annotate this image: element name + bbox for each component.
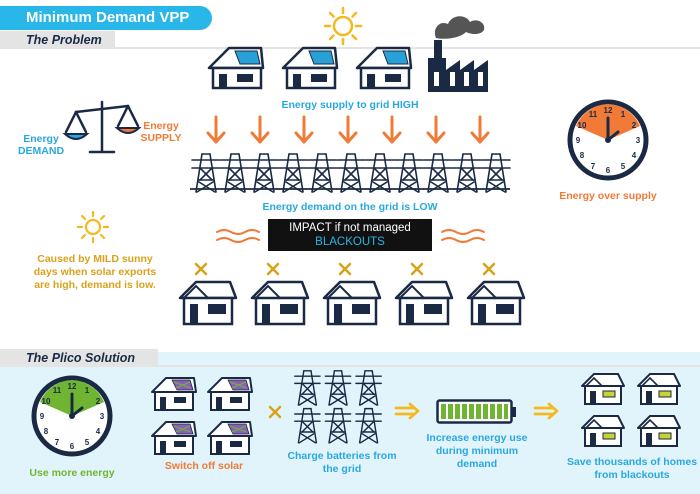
cause-text: Caused by MILD sunny days when solar exp… (33, 253, 157, 291)
clock-num: 10 (578, 121, 587, 130)
impact-box: IMPACT if not managed BLACKOUTS (268, 219, 432, 251)
step-caption-use-more-energy: Use more energy (29, 467, 115, 479)
clock-num: 9 (576, 136, 581, 145)
clock-num: 1 (621, 110, 626, 119)
clock-num: 7 (55, 438, 60, 447)
clock-num: 11 (53, 386, 62, 395)
clock-num: 6 (606, 166, 611, 175)
solar-house-icon (281, 46, 339, 90)
step-caption-save-homes: Save thousands of homes from blackouts (566, 456, 698, 481)
blackout-houses (178, 262, 526, 326)
saved-houses-grid (581, 373, 681, 447)
clock-num: 3 (636, 136, 641, 145)
clock-num: 12 (604, 106, 613, 115)
clock-num: 4 (632, 151, 637, 160)
problem-section-label: The Problem (0, 31, 115, 49)
grid-towers (294, 370, 382, 444)
energy-supply-label: Energy SUPPLY (140, 120, 182, 144)
clock-num: 7 (591, 162, 596, 171)
clock-num: 8 (580, 151, 585, 160)
energy-demand-label: Energy DEMAND (17, 133, 65, 157)
step-caption-increase-energy: Increase energy use during minimum deman… (426, 432, 528, 470)
solution-section-label: The Plico Solution (0, 349, 158, 367)
clock-num: 8 (44, 427, 49, 436)
arrow-right-icon (533, 402, 559, 420)
clock-num: 5 (85, 438, 90, 447)
power-plant-icon (428, 16, 488, 92)
clock-num: 6 (70, 442, 75, 451)
clock-num: 9 (40, 412, 45, 421)
clock-green-icon: 12 1 2 3 4 5 6 7 8 9 10 11 (31, 375, 113, 457)
sun-small-icon (76, 210, 110, 244)
step-caption-switch-off-solar: Switch off solar (164, 460, 244, 472)
transmission-towers (190, 153, 511, 193)
balance-scale-icon (62, 100, 142, 154)
clock-num: 12 (68, 382, 77, 391)
battery-icon (436, 399, 516, 424)
multiply-icon (268, 405, 282, 419)
clock-num: 1 (85, 386, 90, 395)
clock-icon: 12 1 2 3 4 5 6 7 8 9 10 11 (567, 99, 649, 181)
clock-num: 10 (42, 397, 51, 406)
clock-num: 5 (621, 162, 626, 171)
solution-section-divider (158, 365, 700, 367)
clock-caption: Energy over supply (559, 190, 657, 202)
supply-high-label: Energy supply to grid HIGH (281, 99, 419, 111)
clock-num: 11 (589, 110, 598, 119)
wave-right-icon (441, 229, 485, 243)
impact-label: IMPACT if not managed (289, 222, 411, 234)
blackouts-label: BLACKOUTS (315, 236, 385, 248)
clock-num: 3 (100, 412, 105, 421)
clock-num: 4 (96, 427, 101, 436)
solar-house-icon (207, 46, 265, 90)
supply-arrows (206, 115, 490, 144)
arrow-right-icon (394, 402, 420, 420)
demand-low-label: Energy demand on the grid is LOW (262, 201, 438, 213)
sun-icon (323, 6, 363, 46)
solar-house-icon (355, 46, 413, 90)
clock-num: 2 (96, 397, 101, 406)
wave-left-icon (216, 229, 260, 243)
clock-num: 2 (632, 121, 637, 130)
page-title: Minimum Demand VPP (0, 6, 212, 30)
solar-houses-grid (151, 377, 253, 455)
step-caption-charge-batteries: Charge batteries from the grid (287, 450, 397, 475)
